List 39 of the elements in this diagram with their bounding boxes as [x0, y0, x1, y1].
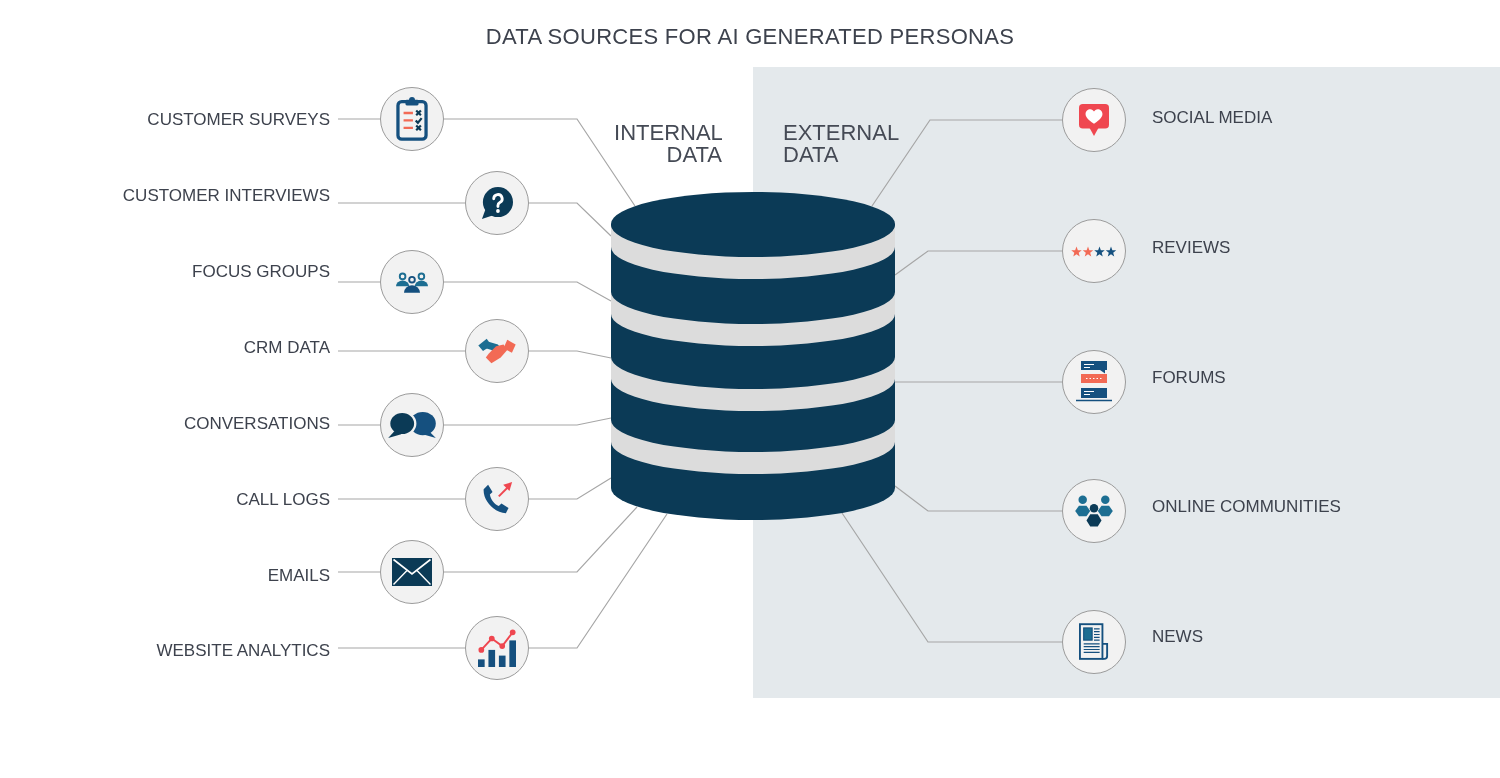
connector-line — [443, 417, 612, 426]
source-label: WEBSITE ANALYTICS — [156, 640, 330, 662]
source-label: REVIEWS — [1152, 237, 1231, 259]
connector-line — [337, 571, 381, 573]
database-cylinder — [610, 191, 896, 523]
connector-line — [337, 281, 381, 283]
section-heading: EXTERNAL DATA — [783, 122, 899, 166]
connector-line — [528, 202, 612, 237]
connector-line — [528, 513, 668, 649]
connector-line — [443, 506, 638, 573]
source-label: CONVERSATIONS — [183, 413, 330, 435]
connector-line — [337, 424, 381, 426]
source-label: CUSTOMER INTERVIEWS — [122, 185, 330, 207]
connector-line — [337, 647, 466, 649]
source-label: EMAILS — [267, 565, 330, 587]
diagram-title: DATA SOURCES FOR AI GENERATED PERSONAS — [485, 24, 1015, 50]
connector-line — [894, 485, 1063, 512]
connector-line — [894, 250, 1063, 276]
source-label: NEWS — [1152, 626, 1203, 648]
connector-line — [871, 119, 1063, 207]
external-data-panel — [753, 67, 1500, 698]
source-label: FOCUS GROUPS — [192, 261, 330, 283]
connector-line — [337, 118, 381, 120]
connector-line — [337, 498, 466, 500]
connector-line — [337, 202, 466, 204]
source-label: FORUMS — [1152, 367, 1226, 389]
source-label: SOCIAL MEDIA — [1152, 107, 1273, 129]
source-label: CRM DATA — [243, 337, 330, 359]
connector-line — [443, 118, 636, 207]
connector-line — [528, 350, 612, 359]
connector-line — [337, 350, 466, 352]
source-label: CALL LOGS — [236, 489, 330, 511]
connector-line — [443, 281, 612, 302]
section-heading: INTERNAL DATA — [614, 122, 722, 166]
connector-line — [528, 477, 612, 500]
connector-line — [894, 381, 1063, 383]
connector-line — [841, 512, 1063, 643]
source-label: ONLINE COMMUNITIES — [1152, 496, 1341, 518]
source-label: CUSTOMER SURVEYS — [147, 109, 330, 131]
